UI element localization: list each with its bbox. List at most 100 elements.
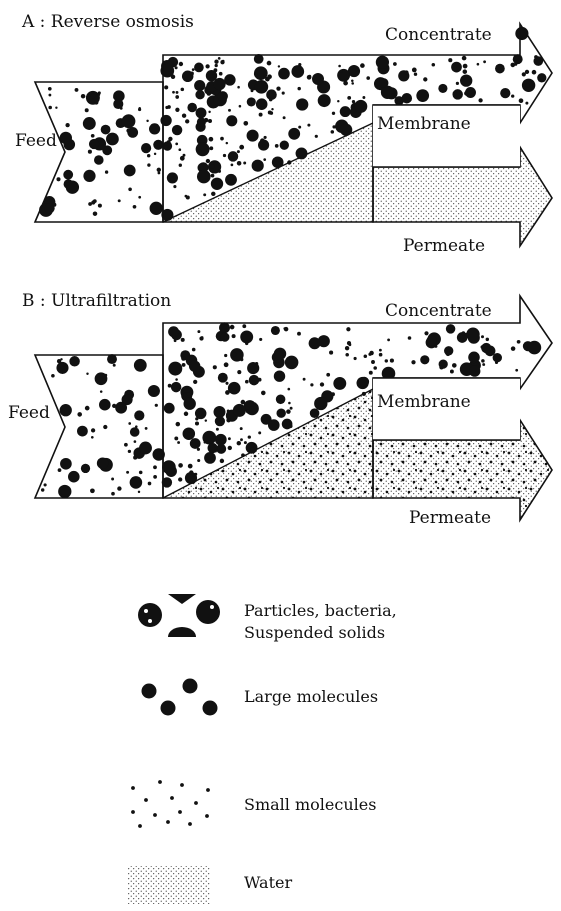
small-molecule <box>55 107 57 109</box>
small-molecule <box>379 349 382 352</box>
small-molecule <box>232 326 234 328</box>
small-molecule <box>175 378 178 381</box>
small-molecule <box>432 63 436 67</box>
small-molecule <box>128 422 131 425</box>
large-molecule <box>280 141 289 150</box>
small-molecule <box>193 380 197 384</box>
small-molecule <box>208 119 212 123</box>
small-molecule <box>206 159 210 163</box>
large-molecule <box>153 140 163 150</box>
large-molecule <box>134 410 144 420</box>
legend-small-dot <box>194 801 198 805</box>
small-molecule <box>534 55 538 59</box>
legend-small-dot <box>170 796 174 800</box>
small-molecule <box>175 66 178 69</box>
large-molecule <box>194 80 205 91</box>
small-molecule <box>178 132 181 135</box>
small-molecule <box>307 75 312 80</box>
small-molecule <box>179 164 182 167</box>
small-molecule <box>314 344 318 348</box>
small-molecule <box>387 339 390 342</box>
small-molecule <box>86 373 88 375</box>
legend-small-dot <box>131 786 135 790</box>
small-molecule <box>237 161 242 166</box>
large-molecule <box>204 452 216 464</box>
small-molecule <box>197 330 200 333</box>
small-molecule <box>237 150 240 153</box>
small-molecule <box>88 202 92 206</box>
small-molecule <box>346 327 350 331</box>
small-molecule <box>471 93 475 97</box>
large-molecule <box>58 485 71 498</box>
small-molecule <box>181 338 185 342</box>
small-molecule <box>155 404 158 407</box>
small-molecule <box>151 392 156 397</box>
small-molecule <box>128 450 131 453</box>
small-molecule <box>408 336 412 340</box>
small-molecule <box>75 88 79 92</box>
small-molecule <box>197 459 200 462</box>
small-molecule <box>362 96 365 99</box>
large-molecule <box>218 91 228 101</box>
legend-small-dot <box>178 810 182 814</box>
small-molecule <box>218 57 221 60</box>
small-molecule <box>259 113 263 117</box>
large-molecule <box>77 426 88 437</box>
small-molecule <box>258 378 262 382</box>
small-molecule <box>434 345 437 348</box>
small-molecule <box>347 96 351 100</box>
small-molecule <box>244 441 247 444</box>
small-molecule <box>204 441 207 444</box>
small-molecule <box>331 392 335 396</box>
small-molecule <box>364 354 368 358</box>
large-molecule <box>451 62 462 73</box>
large-molecule <box>216 444 226 454</box>
small-molecule <box>192 348 196 352</box>
small-molecule <box>52 203 56 207</box>
large-molecule <box>172 125 182 135</box>
large-molecule <box>274 348 286 360</box>
small-molecule <box>338 65 341 68</box>
small-molecule <box>124 169 127 172</box>
small-molecule <box>138 108 141 111</box>
small-molecule <box>97 93 100 96</box>
small-molecule <box>209 137 214 142</box>
panel-a-diagram <box>35 24 552 246</box>
large-molecule <box>312 73 324 85</box>
small-molecule <box>241 400 246 405</box>
large-molecule <box>537 73 546 82</box>
small-molecule <box>303 378 306 381</box>
large-molecule <box>99 399 111 411</box>
small-molecule <box>147 163 150 166</box>
panel-a-feed-label: Feed <box>15 133 57 150</box>
small-molecule <box>288 402 291 405</box>
small-molecule <box>213 68 217 72</box>
large-molecule <box>224 74 235 85</box>
small-molecule <box>118 199 121 202</box>
large-molecule <box>189 360 200 371</box>
large-molecule <box>168 362 182 376</box>
legend-small-dot <box>188 822 192 826</box>
small-molecule <box>412 68 417 73</box>
small-molecule <box>297 332 301 336</box>
small-molecule <box>450 370 454 374</box>
small-molecule <box>48 87 52 91</box>
small-molecule <box>329 351 333 355</box>
small-molecule <box>261 391 266 396</box>
small-molecule <box>146 120 148 122</box>
small-molecule <box>148 482 152 486</box>
large-molecule <box>255 80 269 94</box>
small-molecule <box>240 427 243 430</box>
small-molecule <box>517 59 521 63</box>
large-molecule <box>139 442 152 455</box>
small-molecule <box>481 335 484 338</box>
small-molecule <box>207 83 210 86</box>
small-molecule <box>216 428 219 431</box>
small-molecule <box>264 136 267 139</box>
small-molecule <box>231 164 234 167</box>
large-molecule <box>196 107 207 118</box>
small-molecule <box>232 352 237 357</box>
large-molecule <box>261 414 272 425</box>
small-molecule <box>456 82 459 85</box>
legend-small-dot <box>180 783 184 787</box>
